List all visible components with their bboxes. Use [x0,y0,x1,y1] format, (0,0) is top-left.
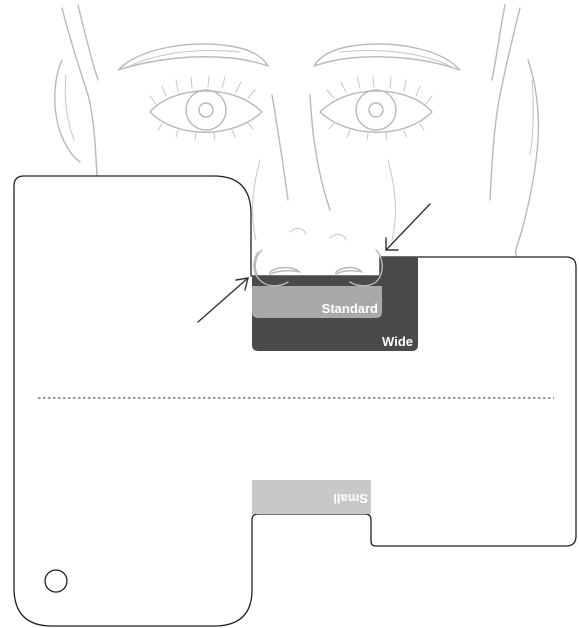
arrow-right-nostril [385,203,431,251]
face-illustration [54,4,540,286]
sizer-card-outline [13,175,577,627]
wide-label: Wide [382,334,413,349]
standard-size-tab [252,286,382,318]
standard-label: Standard [322,301,378,316]
nose-tip-overlay [253,251,383,287]
small-size-tab [252,480,371,514]
small-label: Small [333,491,368,506]
arrow-left-nostril [197,277,249,323]
hang-hole [44,569,68,593]
